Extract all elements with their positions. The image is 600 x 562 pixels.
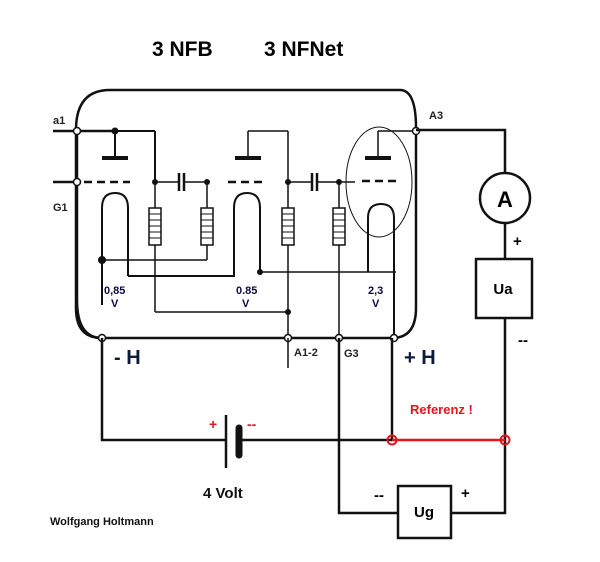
battery-minus: --	[247, 416, 257, 432]
heater-voltage-2-unit: V	[242, 298, 250, 310]
highlight-ellipse	[345, 126, 413, 238]
heater-3	[367, 202, 395, 338]
title-tube-3nfnet: 3 NFNet	[264, 38, 343, 61]
reference-connection	[386, 434, 511, 446]
anode-supply-box: Ua	[474, 257, 534, 320]
system-3	[345, 126, 416, 338]
heater-1	[101, 191, 129, 305]
heater-voltage-1-unit: V	[111, 298, 119, 310]
heater-voltage-3-unit: V	[372, 298, 380, 310]
grid-supply-minus: --	[374, 487, 384, 504]
ammeter: A	[478, 171, 532, 225]
coupling-network-2	[155, 173, 355, 338]
heater-voltage-3: 2,3	[368, 285, 383, 297]
anode-supply-label: Ua	[493, 281, 513, 298]
heater-voltage-2: 0.85	[236, 285, 257, 297]
pin-g1-terminal	[72, 177, 82, 187]
reference-label: Referenz !	[410, 402, 473, 417]
anode-supply-minus: --	[518, 332, 528, 349]
battery-plus: +	[209, 416, 217, 432]
pin-label-a1: a1	[53, 115, 65, 127]
grid-supply-box: Ug	[396, 484, 453, 540]
battery-voltage-label: 4 Volt	[203, 485, 243, 502]
pin-label-a12: A1-2	[294, 347, 318, 359]
ammeter-label: A	[497, 187, 513, 212]
author-credit: Wolfgang Holtmann	[50, 516, 154, 528]
external-wiring	[100, 128, 507, 515]
pin-label-minus-h: - H	[114, 347, 141, 369]
system-2	[128, 130, 396, 277]
resistor-hatches	[149, 213, 345, 239]
pin-label-a3: A3	[429, 110, 443, 122]
heater-voltage-1: 0,85	[104, 285, 125, 297]
grid-supply-label: Ug	[414, 504, 434, 521]
system-1	[53, 127, 156, 305]
pin-a1-terminal	[72, 126, 82, 136]
heater-2	[128, 191, 261, 277]
grid-supply-plus: +	[461, 485, 470, 502]
pin-label-g1: G1	[53, 202, 68, 214]
pin-label-g3: G3	[344, 348, 359, 360]
title-tube-3nfb: 3 NFB	[152, 38, 213, 61]
pin-label-plus-h: + H	[404, 347, 436, 369]
anode-supply-plus: +	[513, 233, 522, 250]
heater-battery	[224, 415, 243, 468]
